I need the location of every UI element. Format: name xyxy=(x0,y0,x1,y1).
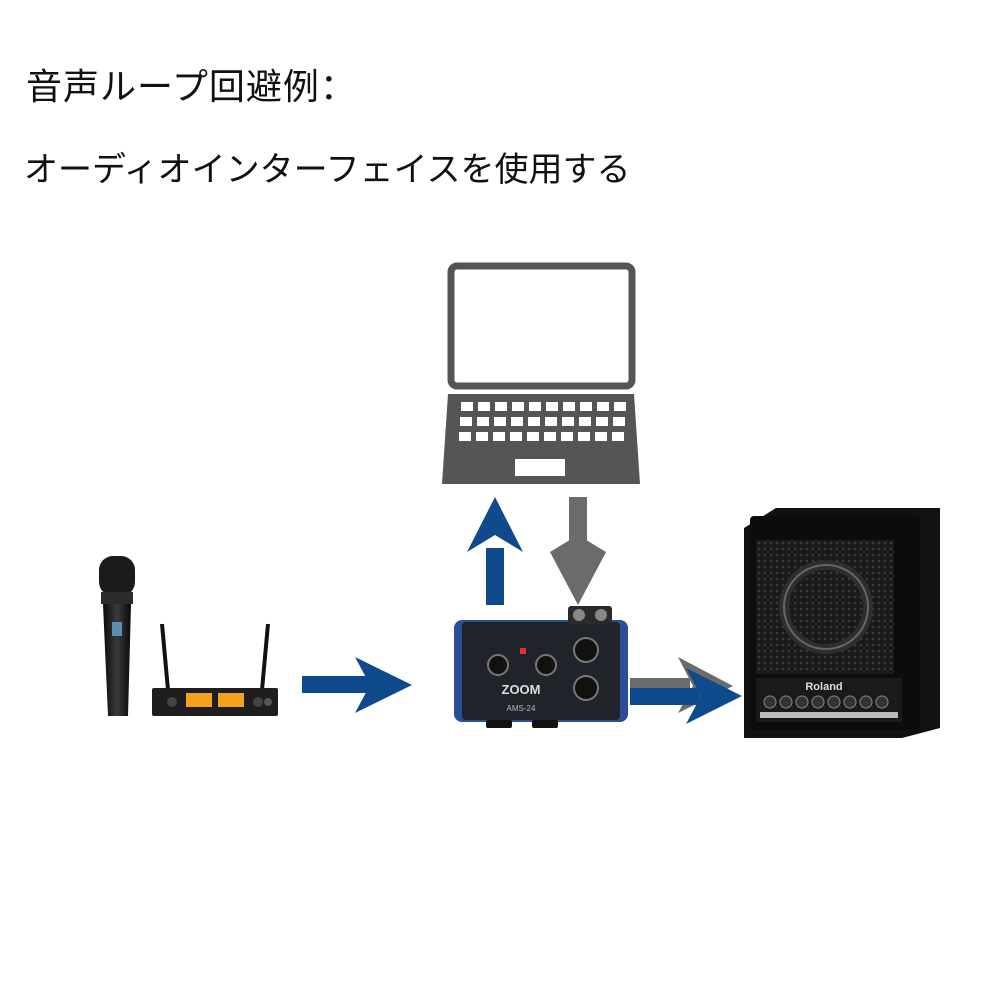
page-title: 音声ループ回避例： xyxy=(26,67,357,108)
laptop-keyboard xyxy=(459,402,626,476)
speaker-amp-icon: Roland xyxy=(744,508,940,738)
arrow-down-from-laptop xyxy=(550,497,606,605)
arrow-mic-to-interface xyxy=(302,657,412,713)
interface-brand-label: ZOOM xyxy=(502,682,541,697)
page-subtitle: オーディオインターフェイスを使用する xyxy=(24,150,631,190)
interface-model-label: AMS-24 xyxy=(507,704,536,713)
arrow-interface-to-speaker xyxy=(630,657,742,724)
laptop-icon xyxy=(442,262,640,484)
arrow-up-to-laptop xyxy=(467,497,523,605)
speaker-brand-label: Roland xyxy=(805,681,842,693)
wireless-receiver xyxy=(152,623,278,716)
wireless-microphone xyxy=(99,556,135,716)
audio-interface-icon: ZOOM AMS-24 xyxy=(454,606,628,728)
